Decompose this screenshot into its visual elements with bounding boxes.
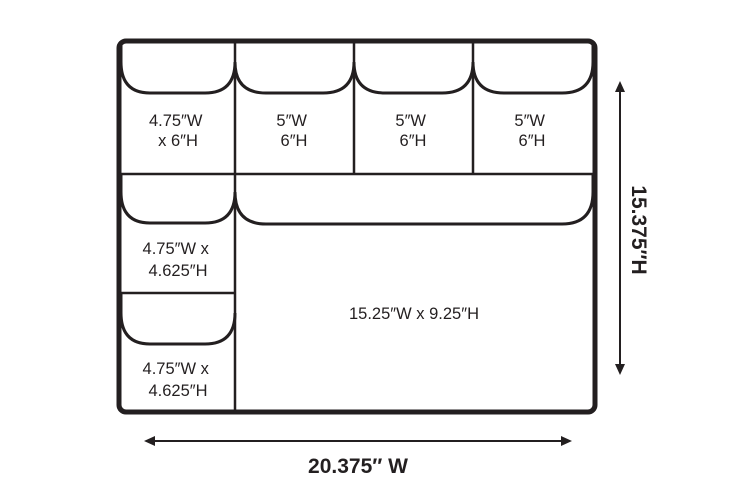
divider-lines — [119, 41, 595, 412]
compartment-1-label: 4.75″W x 6″H — [149, 112, 207, 150]
pocket-flap-5 — [119, 174, 237, 225]
compartment-6-label: 4.75″W x 4.625″H — [143, 360, 214, 400]
compartment-labels: 4.75″W x 6″H 5″W 6″H 5″W 6″H 5″W 6″H 4.7… — [143, 112, 549, 400]
pocket-flap-2 — [233, 61, 356, 95]
pocket-flaps — [119, 44, 595, 346]
organizer-case — [116, 38, 598, 415]
compartment-2-label: 5″W 6″H — [276, 112, 311, 150]
pocket-flap-6 — [119, 293, 237, 346]
pocket-flap-3 — [352, 61, 475, 95]
compartment-7-label: 15.25″W x 9.25″H — [349, 305, 479, 323]
pocket-flap-1 — [119, 44, 237, 95]
outer-frame — [116, 38, 598, 415]
height-arrowhead-top — [615, 81, 625, 92]
width-arrowhead-right — [561, 436, 572, 446]
compartment-4-label: 5″W 6″H — [514, 112, 549, 150]
pocket-flap-7 — [233, 174, 595, 226]
height-dimension: 15.375″H — [615, 81, 650, 375]
compartment-3-label: 5″W 6″H — [395, 112, 430, 150]
width-dimension: 20.375″ W — [144, 436, 572, 478]
compartment-5-label: 4.75″W x 4.625″H — [143, 240, 214, 280]
pocket-flap-4 — [471, 44, 595, 95]
height-arrowhead-bottom — [615, 364, 625, 375]
overall-width-label: 20.375″ W — [308, 455, 408, 478]
width-arrowhead-left — [144, 436, 155, 446]
overall-height-label: 15.375″H — [627, 185, 650, 274]
